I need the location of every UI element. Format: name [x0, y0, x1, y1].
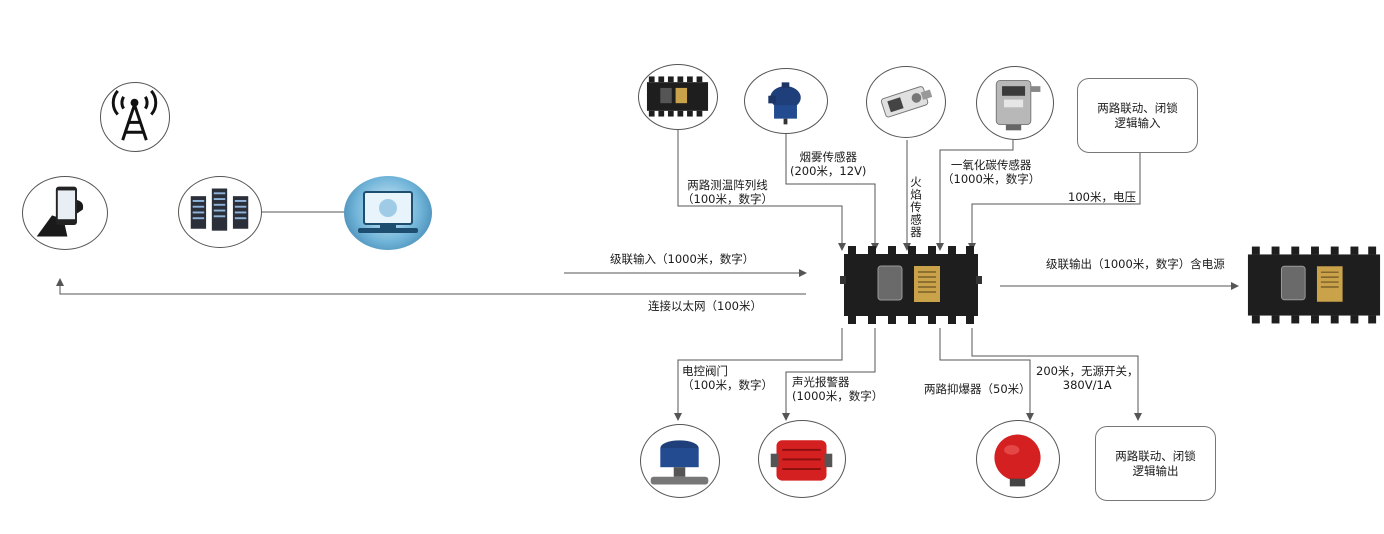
- suppressor-label: 两路抑爆器（50米）: [924, 382, 1031, 396]
- logic-input-label: 两路联动、闭锁 逻辑输入: [1097, 100, 1178, 130]
- co-sensor-label: 一氧化碳传感器 （1000米，数字）: [942, 158, 1041, 186]
- alarm-label: 声光报警器 (1000米，数字）: [792, 375, 884, 403]
- explosion-suppressor-image: [976, 420, 1060, 498]
- computer-monitor-icon: [344, 176, 432, 250]
- cascade-input-label: 级联输入（1000米，数字）: [610, 252, 755, 266]
- valve-label: 电控阀门 （100米，数字）: [682, 364, 773, 392]
- logic-output-box: 两路联动、闭锁 逻辑输出: [1095, 426, 1216, 501]
- voltage-label: 100米，电压: [1068, 190, 1136, 204]
- sound-light-alarm-image: [758, 420, 846, 498]
- electric-valve-image: [640, 424, 720, 498]
- signal-tower-icon: [100, 82, 170, 152]
- two-way-temp-label: 两路测温阵列线 （100米，数字）: [682, 178, 773, 206]
- cascade-controller: [1244, 240, 1384, 330]
- cascade-output-label: 级联输出（1000米，数字）含电源: [1046, 257, 1225, 271]
- smartphone-icon: [22, 176, 108, 250]
- smoke-sensor-image: [744, 68, 828, 134]
- co-sensor-image: [976, 66, 1054, 140]
- flame-sensor-image: [866, 66, 946, 138]
- ethernet-label: 连接以太网（100米）: [648, 299, 762, 313]
- server-rack-icon: [178, 176, 262, 248]
- main-controller: [840, 240, 982, 330]
- flame-sensor-label: 火焰传感器: [909, 176, 923, 239]
- smoke-sensor-label: 烟雾传感器 (200米，12V): [790, 150, 867, 178]
- logic-input-box: 两路联动、闭锁 逻辑输入: [1077, 78, 1198, 153]
- passive-switch-label: 200米，无源开关， 380V/1A: [1036, 364, 1139, 392]
- logic-output-label: 两路联动、闭锁 逻辑输出: [1115, 448, 1196, 478]
- temp-array-device-image: [638, 64, 718, 130]
